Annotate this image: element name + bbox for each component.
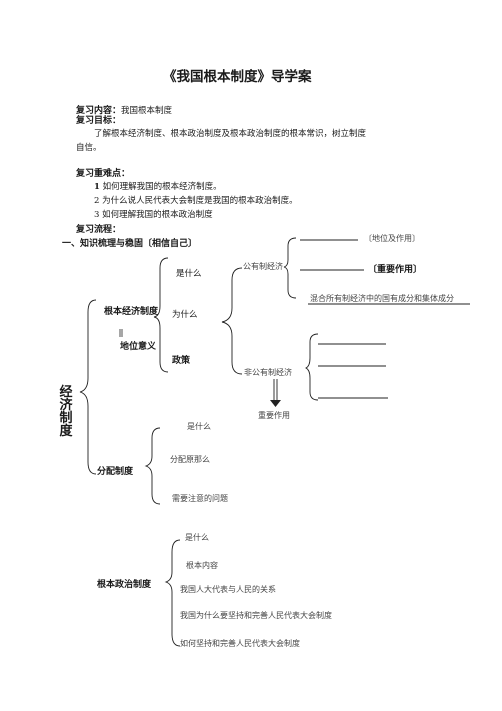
mixed-ownership-text: 混合所有制经济中的国有成分和集体成分 — [310, 294, 454, 303]
politics-why: 我国为什么要坚持和完善人民代表大会制度 — [180, 611, 332, 620]
basic-econ-label: 根本经济制度 — [104, 307, 159, 317]
politics-system-label: 根本政治制度 — [97, 580, 152, 590]
process-label: 复习流程： — [76, 225, 122, 235]
review-goal-label: 复习目标： — [76, 116, 122, 126]
section-heading: 一、知识梳理与稳固〔相信自己〕 — [62, 239, 198, 249]
econ-policy: 政策 — [172, 356, 191, 366]
distribution-notes: 需要注意的问题 — [172, 494, 228, 503]
key-point-text: 如何理解我国的根本经济制度。 — [102, 182, 222, 192]
nonpublic-economy-label: 非公有制经济 — [244, 368, 292, 377]
key-point-2: 2 为什么说人民代表大会制度是我国的根本政治制度。 — [94, 194, 298, 206]
politics-relation: 我国人大代表与人民的关系 — [180, 585, 276, 594]
review-content-value: 我国根本制度 — [121, 106, 173, 116]
distribution-principle: 分配原那么 — [170, 455, 210, 464]
key-point-1: 1 如何理解我国的根本经济制度。 — [94, 180, 222, 192]
politics-content: 根本内容 — [186, 561, 218, 570]
econ-what: 是什么 — [176, 269, 202, 279]
politics-how: 如何坚持和完善人民代表大会制度 — [180, 639, 300, 648]
key-point-num: 1 — [94, 182, 100, 192]
key-point-3: 3 如何理解我国的根本政治制度 — [94, 208, 213, 220]
review-content: 复习内容：我国根本制度 — [76, 98, 172, 117]
review-goal-line2: 自信。 — [76, 143, 102, 153]
key-point-text: 为什么说人民代表大会制度是我国的根本政治制度。 — [102, 196, 298, 206]
distribution-system-label: 分配制度 — [97, 467, 134, 477]
public-economy-label: 公有制经济 — [243, 262, 283, 271]
down-arrow-icon — [270, 400, 281, 407]
politics-what: 是什么 — [185, 533, 209, 542]
key-point-text: 如何理解我国的根本政治制度 — [102, 210, 213, 220]
key-point-num: 2 — [94, 196, 100, 206]
econ-why: 为什么 — [172, 310, 198, 320]
page-title: 《我国根本制度》导学案 — [163, 69, 312, 85]
distribution-what: 是什么 — [187, 422, 211, 431]
review-goal-line1: 了解根本经济制度、根本政治制度及根本政治制度的根本常识，树立制度 — [94, 129, 367, 139]
public-important-role: 〔重要作用〕 — [368, 265, 423, 275]
key-points-label: 复习重难点： — [76, 169, 131, 179]
review-content-label: 复习内容： — [76, 106, 122, 116]
status-significance-label: 地位意义 — [120, 342, 157, 352]
key-point-num: 3 — [94, 210, 100, 220]
nonpublic-important-role: 重要作用 — [258, 411, 290, 420]
econ-system-vertical-label: 经济制度 — [59, 385, 73, 439]
public-role-note: 〔地位及作用〕 — [364, 234, 420, 243]
